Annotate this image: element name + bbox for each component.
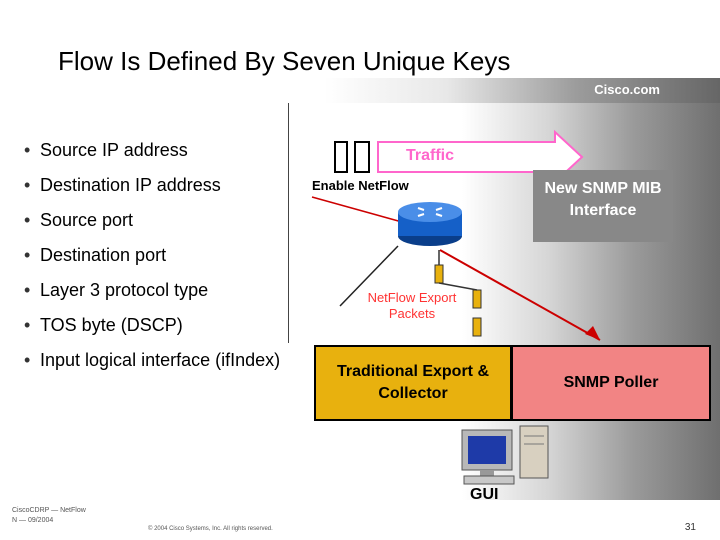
title-banner <box>0 78 720 103</box>
enable-link <box>311 196 403 223</box>
gui-label: GUI <box>470 486 499 503</box>
key-item-source-port: Source port <box>24 210 294 231</box>
export-path <box>434 250 482 337</box>
key-item-source-ip: Source IP address <box>24 140 294 161</box>
snmp-poller-box: SNMP Poller <box>512 345 711 421</box>
footer-line-1: CiscoCDRP — NetFlow <box>12 507 86 514</box>
computer-icon <box>461 429 515 485</box>
key-item-interface: Input logical interface (ifIndex) <box>24 350 294 371</box>
footer-left: CiscoCDRP — NetFlow N — 09/2004 <box>12 506 86 526</box>
snmp-mib-label: New SNMP MIB Interface <box>544 180 662 219</box>
footer-line-2: N — 09/2004 <box>12 517 54 524</box>
collector-box: Traditional Export & Collector <box>314 345 512 421</box>
server-icon <box>519 425 549 479</box>
brand-logo-text: Cisco.com <box>594 82 660 97</box>
key-item-dest-port: Destination port <box>24 245 294 266</box>
traffic-arrow-icon <box>334 129 584 185</box>
key-item-tos: TOS byte (DSCP) <box>24 315 294 336</box>
key-item-dest-ip: Destination IP address <box>24 175 294 196</box>
export-packets-label: NetFlow Export Packets <box>367 290 457 321</box>
key-item-protocol: Layer 3 protocol type <box>24 280 294 301</box>
traffic-label: Traffic <box>406 147 455 164</box>
router-icon <box>398 202 462 246</box>
footer-copyright: © 2004 Cisco Systems, Inc. All rights re… <box>148 526 273 532</box>
snmp-link <box>439 249 601 341</box>
enable-netflow-label: Enable NetFlow <box>312 178 409 193</box>
key-list: Source IP address Destination IP address… <box>24 140 294 385</box>
mib-box <box>533 170 673 242</box>
snmp-arrowhead <box>585 326 600 340</box>
router-link-left <box>339 245 399 307</box>
page-number: 31 <box>684 522 696 533</box>
slide-title: Flow Is Defined By Seven Unique Keys <box>58 46 511 76</box>
